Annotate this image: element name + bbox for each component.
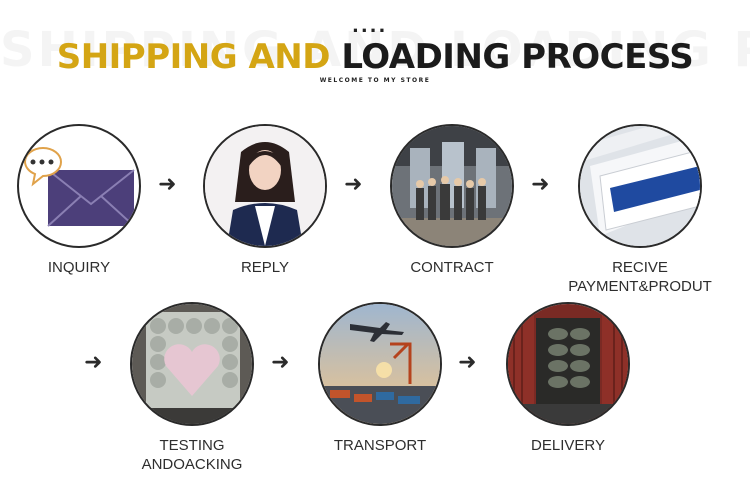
arrow-right-icon: ➜: [158, 174, 176, 196]
customer-service-photo: [205, 126, 325, 246]
step-reply-label: REPLY: [180, 258, 350, 277]
step-payment-label: RECIVE PAYMENT&PRODUT: [555, 258, 725, 296]
arrow-right-icon: ➜: [344, 174, 362, 196]
packed-container-photo: [132, 304, 252, 424]
title-dots: ....: [352, 18, 387, 36]
step-inquiry-label: INQUIRY: [0, 258, 164, 277]
step-payment-label-line1: RECIVE: [555, 258, 725, 277]
step-inquiry-circle: [17, 124, 141, 248]
step-delivery-circle: [506, 302, 630, 426]
arrow-right-icon: ➜: [271, 352, 289, 374]
arrow-right-icon: ➜: [458, 352, 476, 374]
title-highlight: SHIPPING AND: [57, 37, 330, 77]
step-contract-circle: [390, 124, 514, 248]
step-testing-circle: [130, 302, 254, 426]
title-main: LOADING PROCESS: [341, 37, 693, 77]
step-testing-label: TESTING ANDOACKING: [107, 436, 277, 474]
arrow-right-icon: ➜: [531, 174, 549, 196]
step-payment-circle: [578, 124, 702, 248]
envelope-chat-icon: [19, 126, 139, 246]
page-subtitle: WELCOME TO MY STORE: [0, 78, 750, 84]
step-payment-label-line2: PAYMENT&PRODUT: [555, 277, 725, 296]
group-photo: [392, 126, 512, 246]
page-title: SHIPPING AND LOADING PROCESS: [0, 40, 750, 74]
step-testing-label-line2: ANDOACKING: [107, 455, 277, 474]
product-sheets-photo: [580, 126, 700, 246]
step-testing-label-line1: TESTING: [107, 436, 277, 455]
step-transport-label: TRANSPORT: [295, 436, 465, 455]
step-reply-circle: [203, 124, 327, 248]
step-delivery-label: DELIVERY: [483, 436, 653, 455]
arrow-right-icon: ➜: [84, 352, 102, 374]
loaded-container-photo: [508, 304, 628, 424]
step-transport-circle: [318, 302, 442, 426]
port-airplane-photo: [320, 304, 440, 424]
step-contract-label: CONTRACT: [367, 258, 537, 277]
